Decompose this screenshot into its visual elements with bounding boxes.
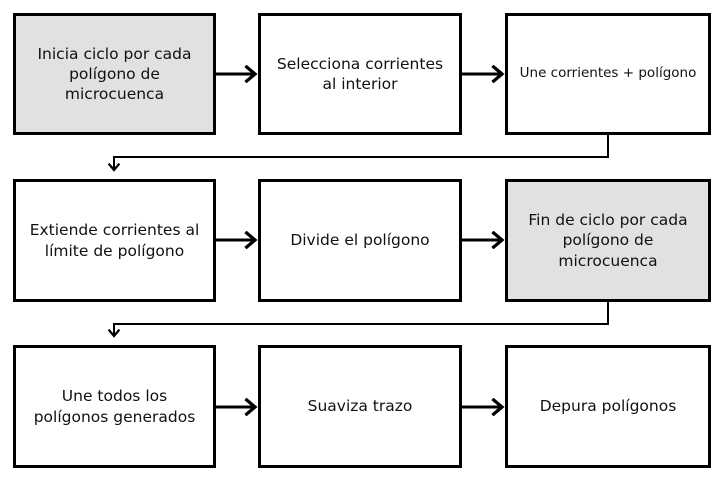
step-extiende-corrientes: Extiende corrientes al límite de polígon… (13, 179, 216, 302)
step-fin-ciclo: Fin de ciclo por cada polígono de microc… (505, 179, 711, 302)
step-inicia-ciclo-label: Inicia ciclo por cada polígono de microc… (37, 44, 192, 104)
step-divide-poligono: Divide el polígono (258, 179, 462, 302)
step-une-corrientes-label: Une corrientes + polígono (519, 65, 697, 82)
step-suaviza-trazo-label: Suaviza trazo (307, 397, 413, 416)
step-une-corrientes: Une corrientes + polígono (505, 13, 711, 135)
step-fin-ciclo-label: Fin de ciclo por cada polígono de microc… (528, 211, 688, 270)
step-une-todos-label: Une todos los polígonos generados (33, 387, 196, 426)
step-extiende-corrientes-label: Extiende corrientes al límite de polígon… (29, 221, 200, 260)
step-divide-poligono-label: Divide el polígono (290, 231, 430, 250)
step-selecciona-corrientes-label: Selecciona corrientes al interior (276, 54, 444, 93)
step-suaviza-trazo: Suaviza trazo (258, 345, 462, 468)
connector-row1-to-row2 (114, 134, 609, 170)
step-depura-poligonos-label: Depura polígonos (539, 397, 677, 416)
step-selecciona-corrientes: Selecciona corrientes al interior (258, 13, 462, 135)
connector-row2-to-row3 (114, 301, 609, 336)
step-depura-poligonos: Depura polígonos (505, 345, 711, 468)
step-inicia-ciclo: Inicia ciclo por cada polígono de microc… (13, 13, 216, 135)
step-une-todos: Une todos los polígonos generados (13, 345, 216, 468)
